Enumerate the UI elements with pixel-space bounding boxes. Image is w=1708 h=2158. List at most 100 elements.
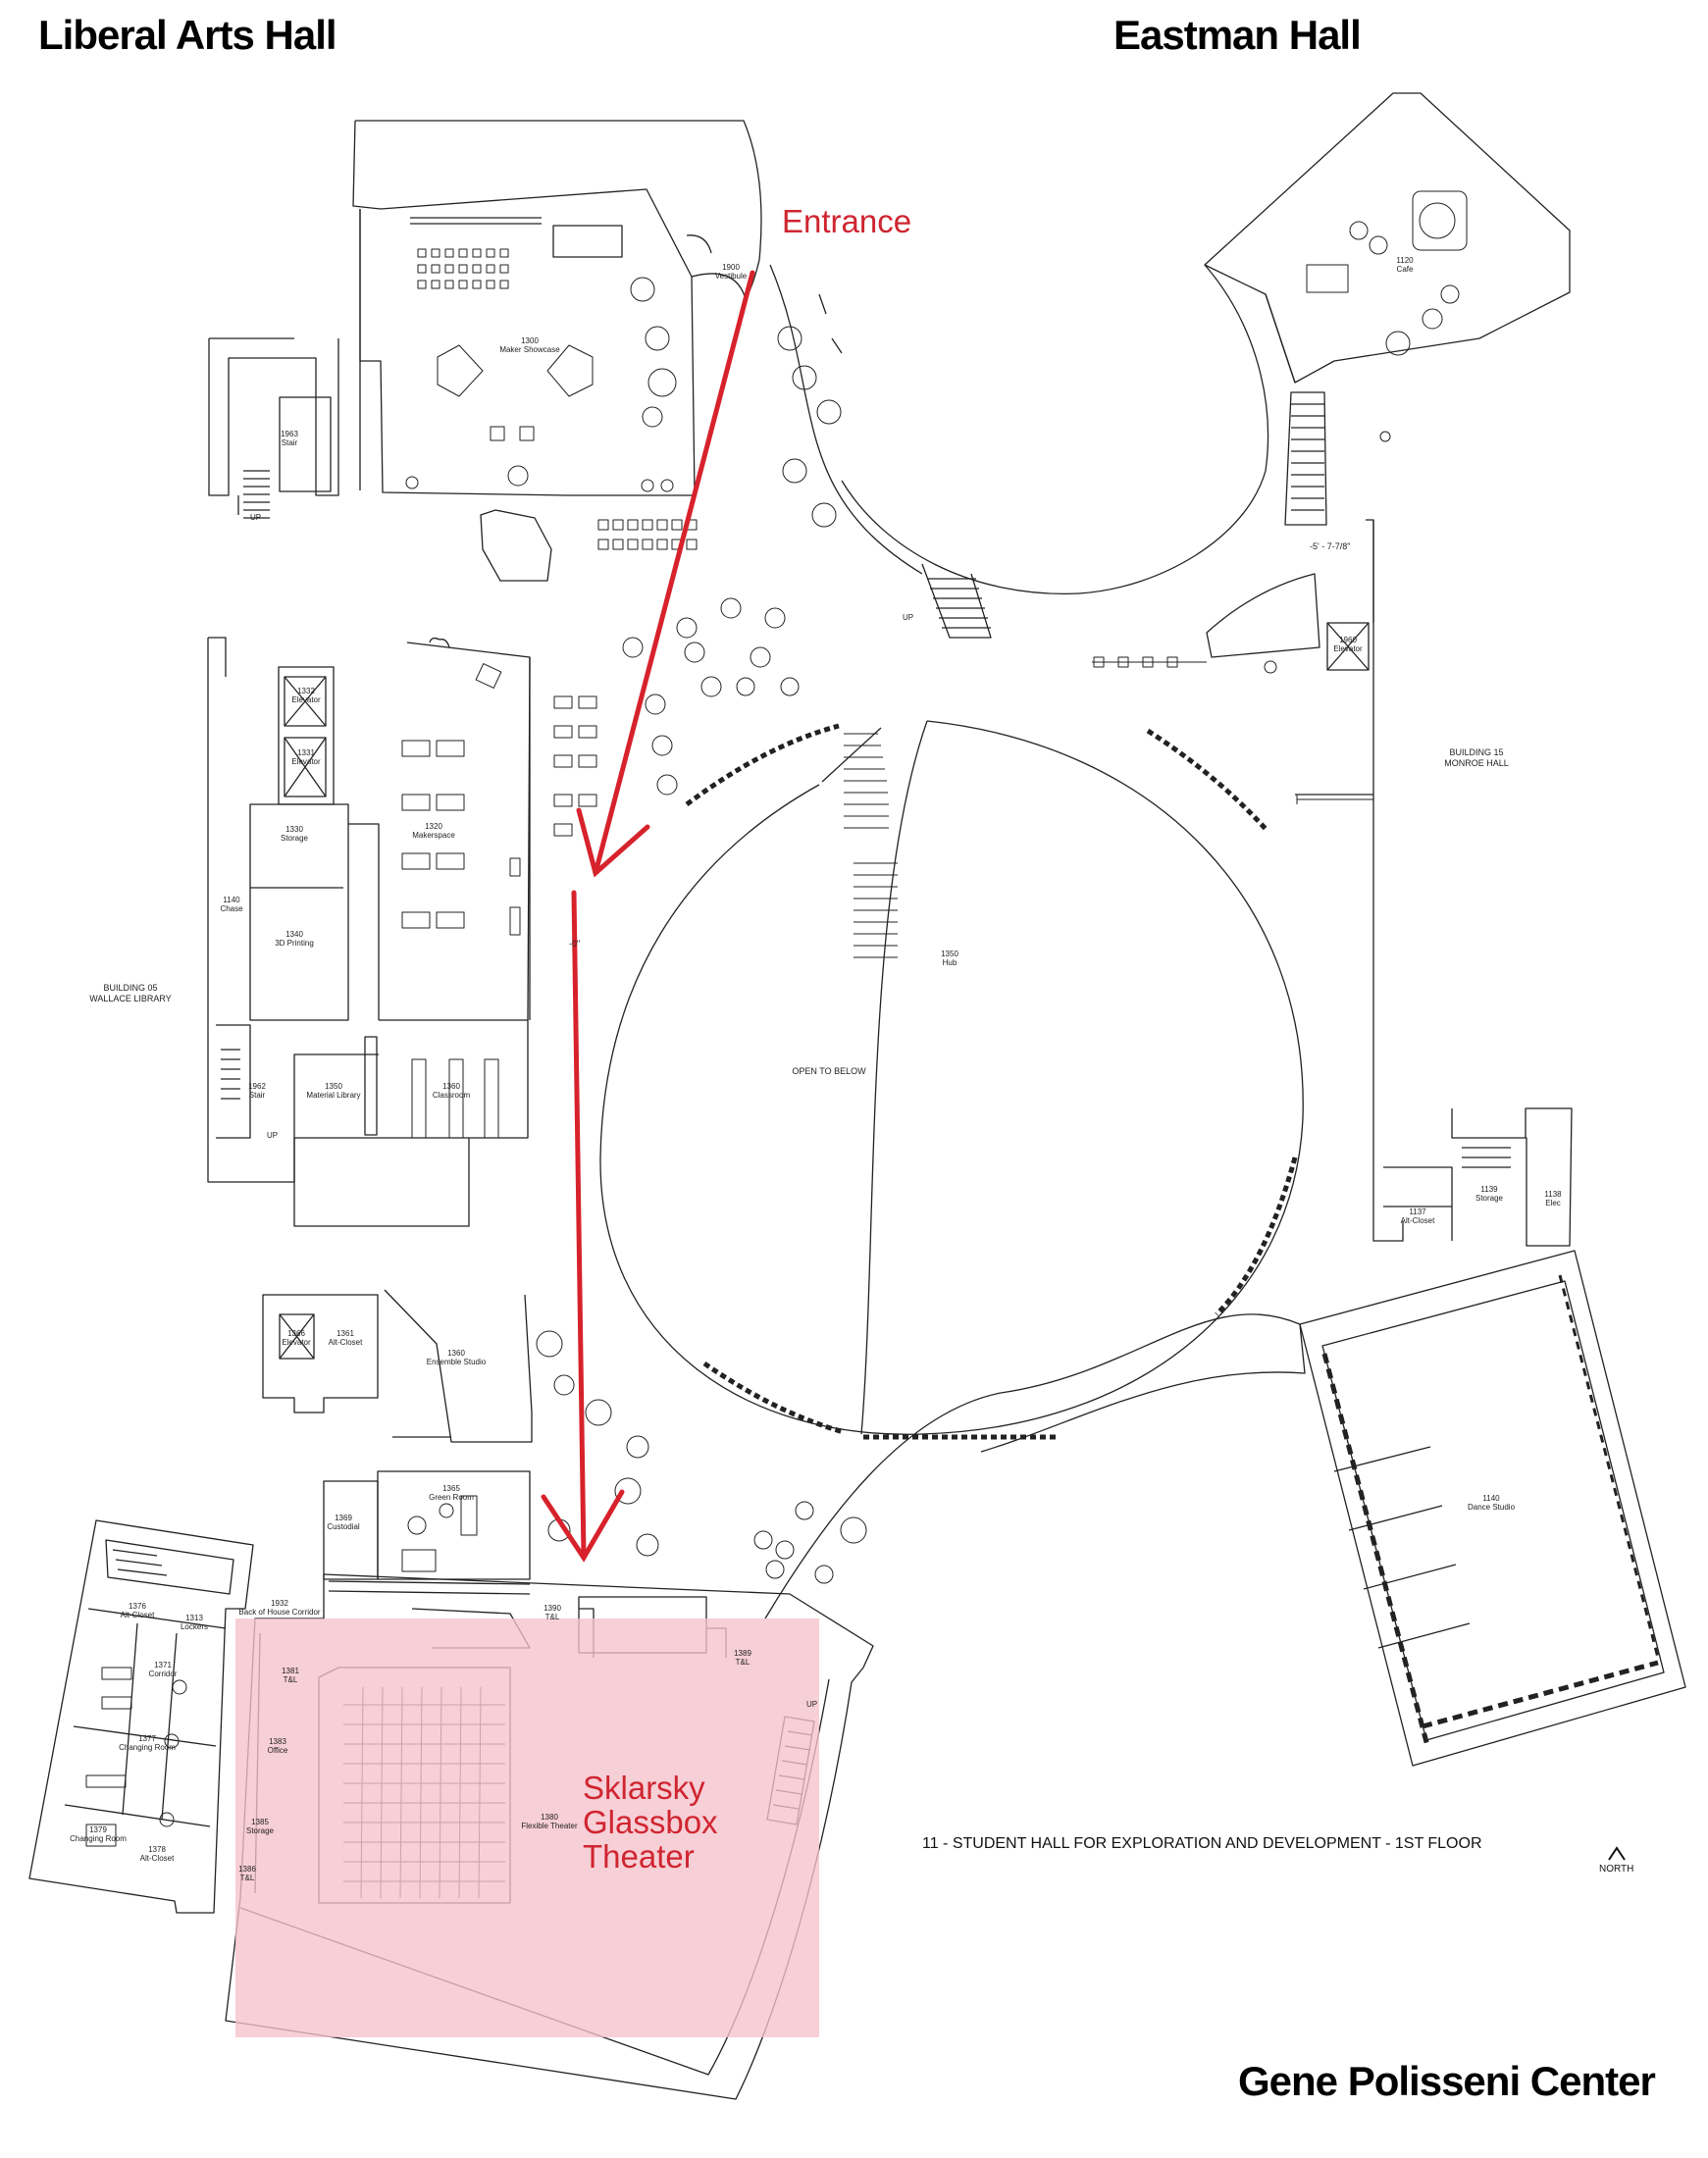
north-arrow-icon	[1608, 1846, 1626, 1861]
building-label-liberal-arts: Liberal Arts Hall	[38, 12, 337, 58]
room-name: Chase	[220, 904, 243, 913]
dance-studio-block	[764, 1250, 1686, 1767]
room-name: Storage	[281, 834, 309, 843]
room-name: Storage	[246, 1826, 275, 1835]
room-number: 1313	[185, 1614, 203, 1622]
room-labels: 1900 Vestibule 1300 Maker Showcase 1963 …	[70, 256, 1562, 1882]
room-number: 1330	[285, 825, 303, 834]
room-number: 1137	[1409, 1207, 1426, 1216]
room-number: 1361	[336, 1329, 354, 1338]
room-name: Changing Room	[119, 1743, 176, 1752]
route-arrow-segment-2	[571, 890, 587, 1561]
room-name: Back of House Corridor	[238, 1608, 320, 1617]
room-number: 1371	[154, 1661, 172, 1670]
room-name: Hub	[943, 958, 958, 967]
room-name: Vestibule	[715, 272, 748, 281]
room-name: Alt-Closet	[1401, 1216, 1435, 1225]
room-number: 1376	[129, 1602, 146, 1611]
library-up-label: UP	[267, 1131, 278, 1140]
room-name: Office	[268, 1746, 288, 1755]
room-number: 1366	[287, 1329, 305, 1338]
room-number: 1360	[442, 1082, 460, 1091]
room-name: Stair	[249, 1091, 266, 1100]
room-number: 1386	[238, 1865, 256, 1874]
building-label-monroe-hall: BUILDING 15 MONROE HALL	[1444, 747, 1509, 768]
elevation-label-1: -0"	[569, 939, 580, 949]
room-number: 1389	[734, 1649, 751, 1658]
room-number: 1340	[285, 930, 303, 939]
route-arrow-head-2	[541, 1489, 625, 1563]
route-arrow-icon	[541, 270, 755, 1563]
exterior-seating	[553, 326, 1391, 1579]
room-number: 1365	[442, 1484, 460, 1493]
theater-highlight[interactable]	[235, 1618, 819, 2037]
stair-up-label: UP	[250, 513, 261, 522]
room-number: 1369	[335, 1514, 352, 1522]
room-name: Ensemble Studio	[427, 1358, 487, 1366]
room-number: 1377	[138, 1734, 156, 1743]
room-name: Elec	[1545, 1199, 1561, 1207]
room-name: Corridor	[149, 1670, 178, 1678]
room-number: 1380	[541, 1813, 558, 1822]
room-number: 1360	[447, 1349, 465, 1358]
room-name: Elevator	[282, 1338, 311, 1347]
room-name: T&L	[240, 1874, 255, 1882]
room-number: 1385	[251, 1818, 269, 1826]
room-name: Custodial	[327, 1522, 360, 1531]
route-arrow-segment-1	[593, 270, 755, 876]
room-number: 1300	[521, 336, 539, 345]
room-number: 1962	[248, 1082, 266, 1091]
room-number: 1139	[1480, 1185, 1498, 1194]
back-of-house-block	[28, 1519, 254, 1914]
monroe-connector	[1295, 520, 1573, 1247]
room-name: 3D Printing	[275, 939, 314, 948]
room-name: Alt-Closet	[140, 1854, 175, 1863]
room-number: 1378	[148, 1845, 166, 1854]
theater-callout[interactable]: Sklarsky Glassbox Theater	[583, 1770, 718, 1875]
maker-showcase-block	[208, 120, 762, 582]
room-name: Alt-Closet	[121, 1611, 155, 1619]
room-name: Material Library	[306, 1091, 360, 1100]
room-name: Stair	[282, 438, 298, 447]
room-name: Storage	[1475, 1194, 1504, 1203]
room-name: Elevator	[291, 695, 321, 704]
plaza-up-label: UP	[903, 613, 913, 622]
room-name: Flexible Theater	[521, 1822, 578, 1830]
room-number: 1350	[325, 1082, 342, 1091]
room-number: 1383	[269, 1737, 286, 1746]
north-label: NORTH	[1599, 1864, 1634, 1875]
elevation-label-2: -5' - 7-7/8"	[1310, 541, 1350, 551]
room-number: 1140	[223, 896, 240, 904]
room-name: Cafe	[1397, 265, 1414, 274]
room-number: 1960	[1339, 636, 1357, 644]
room-number: 1320	[425, 822, 442, 831]
ensemble-block	[262, 1289, 867, 1584]
room-number: 1331	[297, 748, 315, 757]
room-name: Dance Studio	[1468, 1503, 1516, 1512]
open-to-below-label: OPEN TO BELOW	[792, 1066, 866, 1076]
room-number: 1390	[543, 1604, 561, 1613]
room-name: Changing Room	[70, 1834, 127, 1843]
room-number: 1138	[1544, 1190, 1562, 1199]
entrance-callout: Entrance	[782, 203, 912, 239]
theater-up-label: UP	[806, 1700, 817, 1709]
room-number: 1120	[1396, 256, 1414, 265]
building-label-eastman: Eastman Hall	[1113, 12, 1362, 58]
room-name: T&L	[284, 1675, 298, 1684]
room-name: Classroom	[433, 1091, 471, 1100]
room-name: T&L	[736, 1658, 750, 1667]
library-wing	[207, 637, 531, 1227]
plan-title: 11 - STUDENT HALL FOR EXPLORATION AND DE…	[922, 1835, 1482, 1852]
plaza-stair	[921, 563, 992, 639]
room-name: Lockers	[181, 1622, 208, 1631]
room-name: Green Room	[429, 1493, 474, 1502]
building-label-polisseni: Gene Polisseni Center	[1238, 2058, 1656, 2104]
room-number: 1332	[297, 687, 315, 695]
room-number: 1963	[281, 430, 298, 438]
room-name: T&L	[545, 1613, 560, 1621]
building-label-wallace-library: BUILDING 05 WALLACE LIBRARY	[89, 983, 172, 1003]
central-hub	[599, 720, 1304, 1440]
route-arrow-head-1	[576, 807, 650, 878]
room-number: 1900	[722, 263, 740, 272]
